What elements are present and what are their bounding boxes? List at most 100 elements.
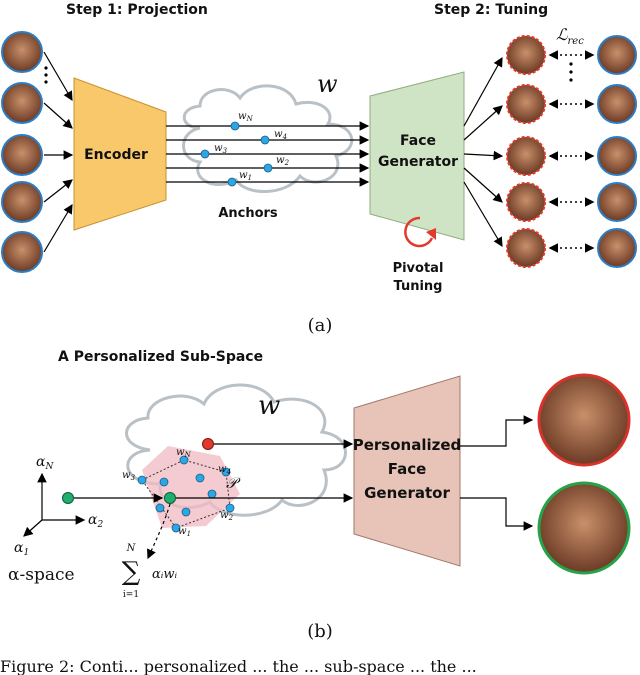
sum-top: N bbox=[126, 543, 137, 554]
encoder-block bbox=[73, 77, 167, 231]
alpha-n-sub: N bbox=[44, 462, 54, 472]
vertex-sub: 4 bbox=[226, 468, 231, 476]
sum-bottom: i=1 bbox=[123, 590, 139, 600]
latent-sub: 4 bbox=[282, 133, 287, 141]
alpha-point bbox=[62, 492, 74, 504]
svg-text:w4: w4 bbox=[274, 129, 287, 141]
target-face bbox=[597, 182, 637, 222]
part-b: A Personalized Sub-Space w wN w4 w3 w2 w… bbox=[8, 349, 631, 642]
latent-sub: 2 bbox=[284, 159, 290, 167]
gen-label-2: Face bbox=[388, 460, 427, 478]
part-a: Step 1: Projection Step 2: Tuning Encode… bbox=[1, 2, 637, 336]
loss-arrows bbox=[548, 50, 595, 253]
latent-sub: 1 bbox=[248, 174, 252, 182]
loss-label: ℒrec bbox=[556, 25, 584, 47]
input-face bbox=[1, 134, 43, 176]
loss-dots bbox=[569, 62, 573, 82]
latent-main: w bbox=[239, 170, 248, 181]
pivotal-label-2: Tuning bbox=[394, 279, 443, 294]
label-a: (a) bbox=[308, 315, 333, 336]
output-face-green bbox=[537, 481, 631, 575]
generated-face bbox=[506, 182, 546, 222]
sum-term: αᵢwᵢ bbox=[152, 567, 178, 582]
red-point bbox=[202, 438, 214, 450]
generated-face bbox=[506, 84, 546, 124]
generator-label-2: Generator bbox=[378, 154, 458, 170]
alpha-space-label: α-space bbox=[8, 565, 75, 585]
loss-sub: rec bbox=[568, 36, 585, 47]
alpha-1: α bbox=[14, 540, 24, 556]
vertex-labels: wN w4 w3 w2 w1 bbox=[122, 447, 234, 538]
space-label-a: w bbox=[317, 70, 338, 98]
alpha-2-label: α2 bbox=[88, 512, 103, 530]
anchors-label: Anchors bbox=[218, 206, 278, 221]
generated-face bbox=[506, 35, 546, 75]
svg-text:w3: w3 bbox=[122, 470, 136, 482]
vertex-sub: 2 bbox=[228, 514, 234, 522]
space-label-b: w bbox=[258, 391, 280, 421]
svg-text:w2: w2 bbox=[276, 155, 290, 167]
target-faces bbox=[597, 35, 637, 268]
latent-point: w4 bbox=[260, 129, 287, 145]
svg-text:w1: w1 bbox=[239, 170, 252, 182]
combined-point bbox=[164, 492, 176, 504]
latent-sub: N bbox=[246, 115, 254, 123]
vertical-dots bbox=[44, 66, 48, 84]
latent-points: wN w4 w3 w2 w1 bbox=[200, 111, 290, 187]
alpha-2: α bbox=[88, 512, 98, 528]
latent-sub: 3 bbox=[223, 147, 228, 155]
input-face bbox=[1, 31, 43, 73]
latent-main: w bbox=[238, 111, 247, 122]
face-generator-block bbox=[369, 71, 465, 241]
vertex-main: w bbox=[178, 526, 187, 537]
personalized-generator-block bbox=[353, 375, 461, 567]
polygon-label: 𝒫 bbox=[226, 474, 241, 492]
vertex-main: w bbox=[220, 510, 229, 521]
target-face bbox=[597, 136, 637, 176]
step2-title: Step 2: Tuning bbox=[434, 2, 548, 18]
alpha-1-label: α1 bbox=[14, 540, 29, 558]
target-face bbox=[597, 84, 637, 124]
figure-caption: Figure 2: Conti... personalized ... the … bbox=[0, 657, 477, 675]
output-face-red bbox=[537, 373, 631, 467]
latent-main: w bbox=[274, 129, 283, 140]
latent-point: w1 bbox=[227, 170, 252, 187]
step1-title: Step 1: Projection bbox=[66, 2, 208, 18]
latent-cloud bbox=[182, 84, 354, 193]
input-faces bbox=[1, 31, 48, 273]
latent-main: w bbox=[214, 143, 223, 154]
gen-label-3: Generator bbox=[364, 484, 450, 502]
input-arrows bbox=[43, 51, 74, 253]
generated-face bbox=[506, 136, 546, 176]
input-face bbox=[1, 82, 43, 124]
alpha-1-sub: 1 bbox=[23, 548, 29, 558]
alpha-n: α bbox=[36, 454, 46, 470]
vertex-main: w bbox=[218, 464, 227, 475]
pivotal-tuning-icon bbox=[404, 216, 436, 248]
svg-text:w3: w3 bbox=[214, 143, 228, 155]
vertex-sub: N bbox=[184, 451, 192, 459]
svg-text:w4: w4 bbox=[218, 464, 231, 476]
sum-symbol: ∑ bbox=[122, 557, 141, 587]
subspace-polygon bbox=[142, 446, 240, 528]
target-face bbox=[597, 35, 637, 75]
generated-faces bbox=[506, 35, 546, 268]
latent-main: w bbox=[276, 155, 285, 166]
output-arrows bbox=[463, 56, 504, 248]
part-b-title: A Personalized Sub-Space bbox=[58, 349, 263, 365]
input-face bbox=[1, 231, 43, 273]
label-b: (b) bbox=[307, 621, 333, 642]
alpha-n-label: αN bbox=[36, 454, 54, 472]
alpha-2-sub: 2 bbox=[96, 520, 103, 530]
latent-point: w2 bbox=[263, 155, 290, 173]
generated-face bbox=[506, 228, 546, 268]
input-face bbox=[1, 181, 43, 223]
vertex-sub: 1 bbox=[187, 530, 191, 538]
svg-text:w1: w1 bbox=[178, 526, 191, 538]
vertex-main: w bbox=[122, 470, 131, 481]
latent-lines bbox=[166, 121, 370, 187]
target-face bbox=[597, 228, 637, 268]
loss-main: ℒ bbox=[556, 25, 568, 44]
svg-text:wN: wN bbox=[238, 111, 254, 123]
